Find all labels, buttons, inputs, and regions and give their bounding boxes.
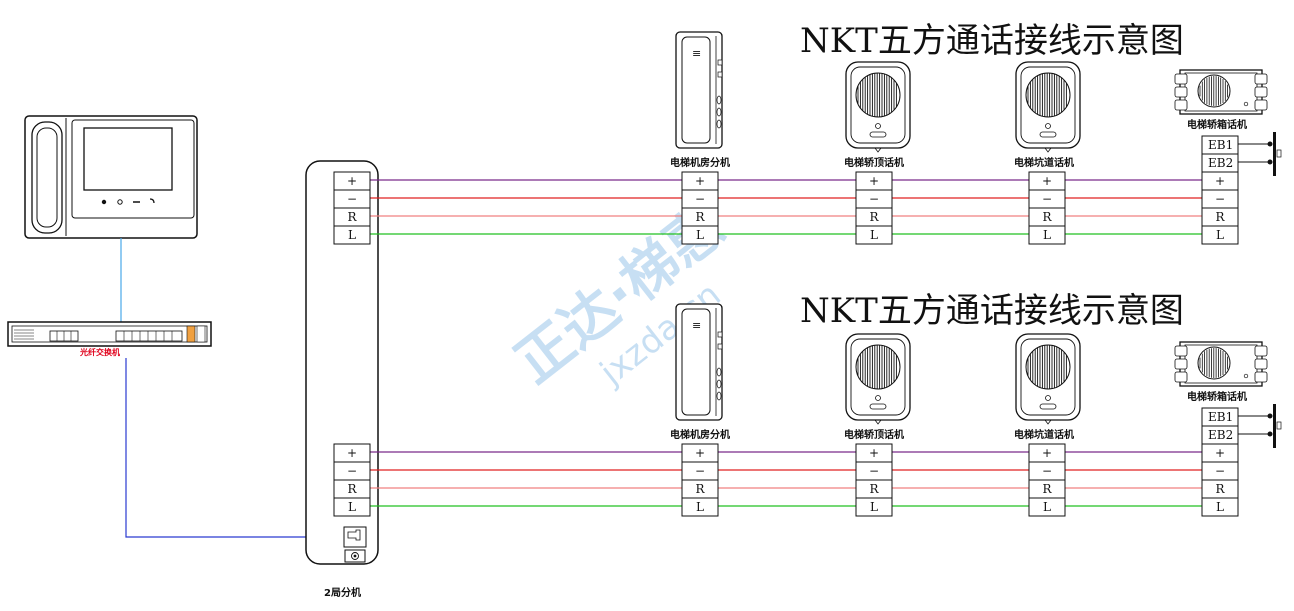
device-label: 电梯坑道话机 bbox=[1014, 428, 1074, 441]
device-label: 电梯轿箱话机 bbox=[1187, 390, 1247, 403]
terminal-label: − bbox=[695, 464, 705, 478]
terminal-label: R bbox=[695, 482, 705, 496]
terminal-label: R bbox=[1215, 210, 1225, 224]
device-label: 电梯坑道话机 bbox=[1014, 156, 1074, 169]
terminal-label: R bbox=[347, 482, 357, 496]
device-label: 电梯轿顶话机 bbox=[844, 156, 904, 169]
terminal-label: − bbox=[1042, 192, 1052, 206]
terminal-label: + bbox=[869, 174, 879, 188]
fiber-switch-label: 光纤交换机 bbox=[79, 347, 120, 357]
button-icon bbox=[875, 395, 881, 401]
terminal-label: R bbox=[347, 210, 357, 224]
terminal-label: + bbox=[1042, 446, 1052, 460]
eb-terminal-label: EB1 bbox=[1208, 410, 1233, 424]
terminal-label: L bbox=[1216, 228, 1224, 242]
terminal-label: L bbox=[1216, 500, 1224, 514]
terminal-label: L bbox=[870, 500, 878, 514]
terminal bbox=[333, 497, 371, 517]
terminal-label: R bbox=[695, 210, 705, 224]
terminal-label: R bbox=[1042, 482, 1052, 496]
call-icon bbox=[149, 198, 155, 204]
terminal-label: + bbox=[695, 446, 705, 460]
terminal-label: − bbox=[695, 192, 705, 206]
device-label: 电梯机房分机 bbox=[670, 428, 730, 441]
call-button-icon bbox=[869, 403, 887, 410]
device-label: 电梯轿顶话机 bbox=[844, 428, 904, 441]
terminal-label: + bbox=[1215, 174, 1225, 188]
watermark: 正达·梯惠 jxzda.cn bbox=[504, 194, 737, 396]
terminal bbox=[1028, 497, 1066, 517]
fiber-cable bbox=[125, 358, 338, 538]
button-icon bbox=[1045, 395, 1051, 401]
call-button-icon bbox=[1039, 403, 1057, 410]
emergency-button-icon bbox=[1273, 404, 1276, 448]
button-icon bbox=[1045, 123, 1051, 129]
button-icon bbox=[875, 123, 881, 129]
terminal-label: R bbox=[869, 482, 879, 496]
terminal bbox=[855, 225, 893, 245]
eb-terminal-label: EB2 bbox=[1208, 428, 1233, 442]
terminal-label: + bbox=[695, 174, 705, 188]
terminal-label: R bbox=[1215, 482, 1225, 496]
menu-icon: ≡ bbox=[692, 47, 701, 60]
terminal-label: + bbox=[869, 446, 879, 460]
terminal-label: L bbox=[870, 228, 878, 242]
terminal bbox=[1028, 225, 1066, 245]
terminal-label: − bbox=[1042, 464, 1052, 478]
device-label: 电梯轿箱话机 bbox=[1187, 118, 1247, 131]
terminal-label: − bbox=[347, 192, 357, 206]
terminal-label: + bbox=[347, 446, 357, 460]
terminal-label: L bbox=[696, 500, 704, 514]
terminal bbox=[681, 497, 719, 517]
terminal-label: L bbox=[348, 500, 356, 514]
terminal-label: L bbox=[1043, 228, 1051, 242]
monitor-icon bbox=[117, 199, 123, 205]
terminal-label: R bbox=[869, 210, 879, 224]
terminal bbox=[681, 225, 719, 245]
eb-terminal-label: EB2 bbox=[1208, 156, 1233, 170]
terminal-label: R bbox=[1042, 210, 1052, 224]
menu-icon: ≡ bbox=[692, 319, 701, 332]
diagram-title-top: NKT五方通话接线示意图 bbox=[800, 21, 1184, 61]
terminal-label: + bbox=[1215, 446, 1225, 460]
terminal bbox=[1201, 497, 1239, 517]
terminal-label: − bbox=[347, 464, 357, 478]
diagram-title-bottom: NKT五方通话接线示意图 bbox=[800, 291, 1184, 331]
unlock-icon bbox=[101, 199, 107, 205]
terminal-label: − bbox=[869, 464, 879, 478]
power-jack-icon bbox=[351, 552, 359, 560]
terminal-label: L bbox=[348, 228, 356, 242]
local-extension-label: 2局分机 bbox=[324, 586, 361, 599]
terminal-label: + bbox=[347, 174, 357, 188]
emergency-button-icon bbox=[1273, 132, 1276, 176]
terminal bbox=[855, 497, 893, 517]
terminal-label: − bbox=[1215, 192, 1225, 206]
terminal-label: + bbox=[1042, 174, 1052, 188]
eb-terminal-label: EB1 bbox=[1208, 138, 1233, 152]
indoor-monitor bbox=[24, 115, 198, 239]
terminal bbox=[333, 225, 371, 245]
terminal bbox=[1201, 225, 1239, 245]
terminal-label: L bbox=[696, 228, 704, 242]
fiber-switch: 光纤交换机 bbox=[7, 321, 212, 357]
call-button-icon bbox=[869, 131, 887, 138]
terminal-label: L bbox=[1043, 500, 1051, 514]
device-label: 电梯机房分机 bbox=[670, 156, 730, 169]
terminal-label: − bbox=[869, 192, 879, 206]
rj45-port-icon bbox=[347, 529, 361, 541]
terminal-label: − bbox=[1215, 464, 1225, 478]
call-button-icon bbox=[1039, 131, 1057, 138]
